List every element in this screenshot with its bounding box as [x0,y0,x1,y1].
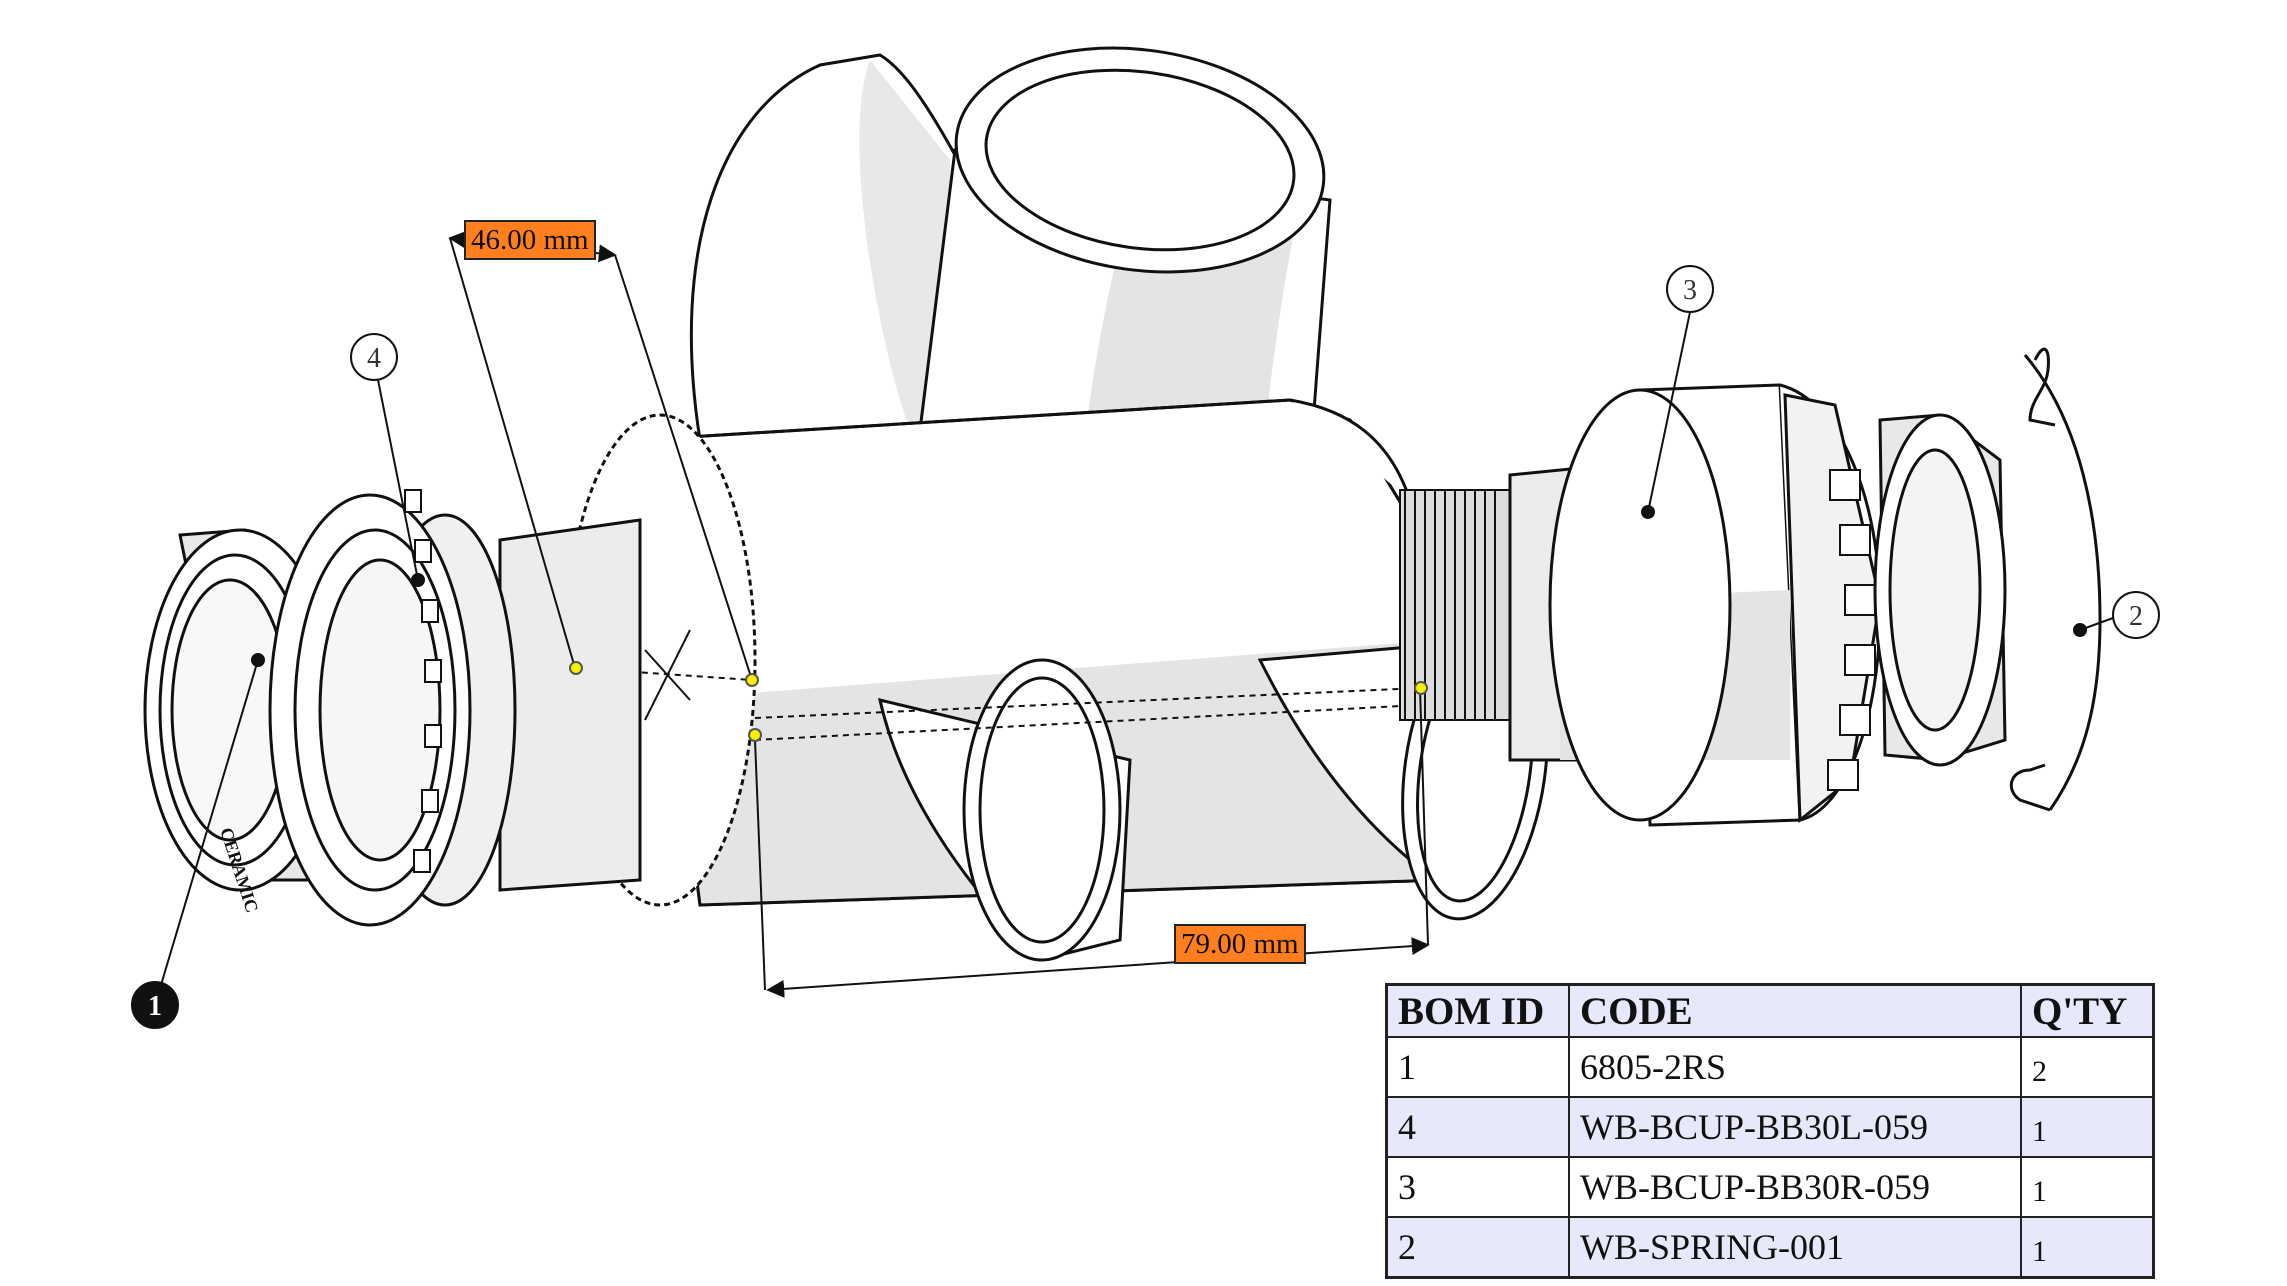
bom-cell-id: 2 [1385,1216,1570,1279]
leader-part-1 [154,653,265,1006]
balloon-3: 3 [1666,265,1714,313]
left-bearing-cup-part-4 [268,489,642,927]
dimension-label-79mm[interactable]: 79.00 mm [1174,924,1306,964]
bom-cell-id: 3 [1385,1156,1570,1218]
balloon-1: 1 [131,981,179,1029]
bom-row: 4 WB-BCUP-BB30L-059 1 [1385,1096,2155,1158]
bom-cell-code: WB-SPRING-001 [1568,1216,2022,1279]
balloon-4: 4 [350,333,398,381]
snap-points [569,661,1428,742]
bom-cell-id: 1 [1385,1036,1570,1098]
dimension-79mm [754,687,1430,998]
bom-header-code: CODE [1568,983,2022,1038]
balloon-2: 2 [2112,591,2160,639]
bom-cell-qty: 1 [2020,1216,2155,1279]
frame-bottom-bracket-shell [563,46,1549,962]
bom-header-qty: Q'TY [2020,983,2155,1038]
bom-row: 3 WB-BCUP-BB30R-059 1 [1385,1156,2155,1218]
bom-cell-qty: 1 [2020,1156,2155,1218]
bom-cell-id: 4 [1385,1096,1570,1158]
bill-of-materials-table: BOM ID CODE Q'TY 1 6805-2RS 2 4 WB-BCUP-… [1385,983,2155,1279]
right-bearing [1873,413,2007,767]
bom-row: 2 WB-SPRING-001 1 [1385,1216,2155,1279]
right-bearing-cup-part-3 [1399,383,1882,827]
leader-part-2 [2073,617,2114,637]
svg-text:4: 4 [367,343,381,374]
bom-cell-qty: 2 [2020,1036,2155,1098]
leader-part-4 [377,379,425,587]
bom-header-row: BOM ID CODE Q'TY [1385,983,2155,1038]
bom-cell-code: WB-BCUP-BB30L-059 [1568,1096,2022,1158]
svg-text:1: 1 [148,991,162,1022]
bom-row: 1 6805-2RS 2 [1385,1036,2155,1098]
leader-part-3 [1641,311,1691,519]
bom-cell-code: 6805-2RS [1568,1036,2022,1098]
svg-text:3: 3 [1683,275,1697,306]
bom-cell-code: WB-BCUP-BB30R-059 [1568,1156,2022,1218]
bom-cell-qty: 1 [2020,1096,2155,1158]
svg-text:2: 2 [2129,601,2143,632]
wave-spring-part-2 [2009,347,2102,812]
dimension-label-46mm[interactable]: 46.00 mm [464,220,596,260]
bom-header-id: BOM ID [1385,983,1570,1038]
